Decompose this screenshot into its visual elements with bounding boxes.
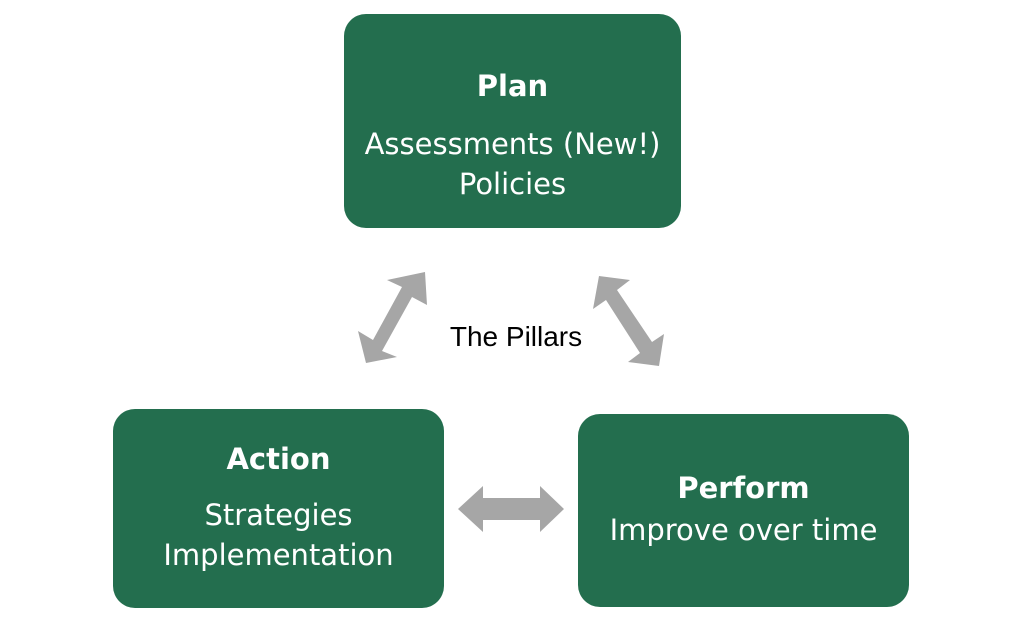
perform-line-improve: Improve over time xyxy=(609,513,878,547)
arrow-action-perform xyxy=(458,486,564,532)
plan-line-assessments: Assessments (New!) xyxy=(364,127,661,161)
action-title: Action xyxy=(226,442,331,476)
action-line-implementation: Implementation xyxy=(163,538,394,572)
perform-title: Perform xyxy=(677,471,810,505)
action-box: Action Strategies Implementation xyxy=(113,409,444,608)
perform-box: Perform Improve over time xyxy=(578,414,909,607)
plan-title: Plan xyxy=(476,69,549,103)
action-line-strategies: Strategies xyxy=(204,498,353,532)
arrow-action-plan xyxy=(358,272,427,363)
arrow-plan-perform xyxy=(593,276,664,366)
plan-line-policies: Policies xyxy=(458,167,567,201)
plan-box: Plan Assessments (New!) Policies xyxy=(344,14,681,228)
center-label: The Pillars xyxy=(449,321,583,352)
